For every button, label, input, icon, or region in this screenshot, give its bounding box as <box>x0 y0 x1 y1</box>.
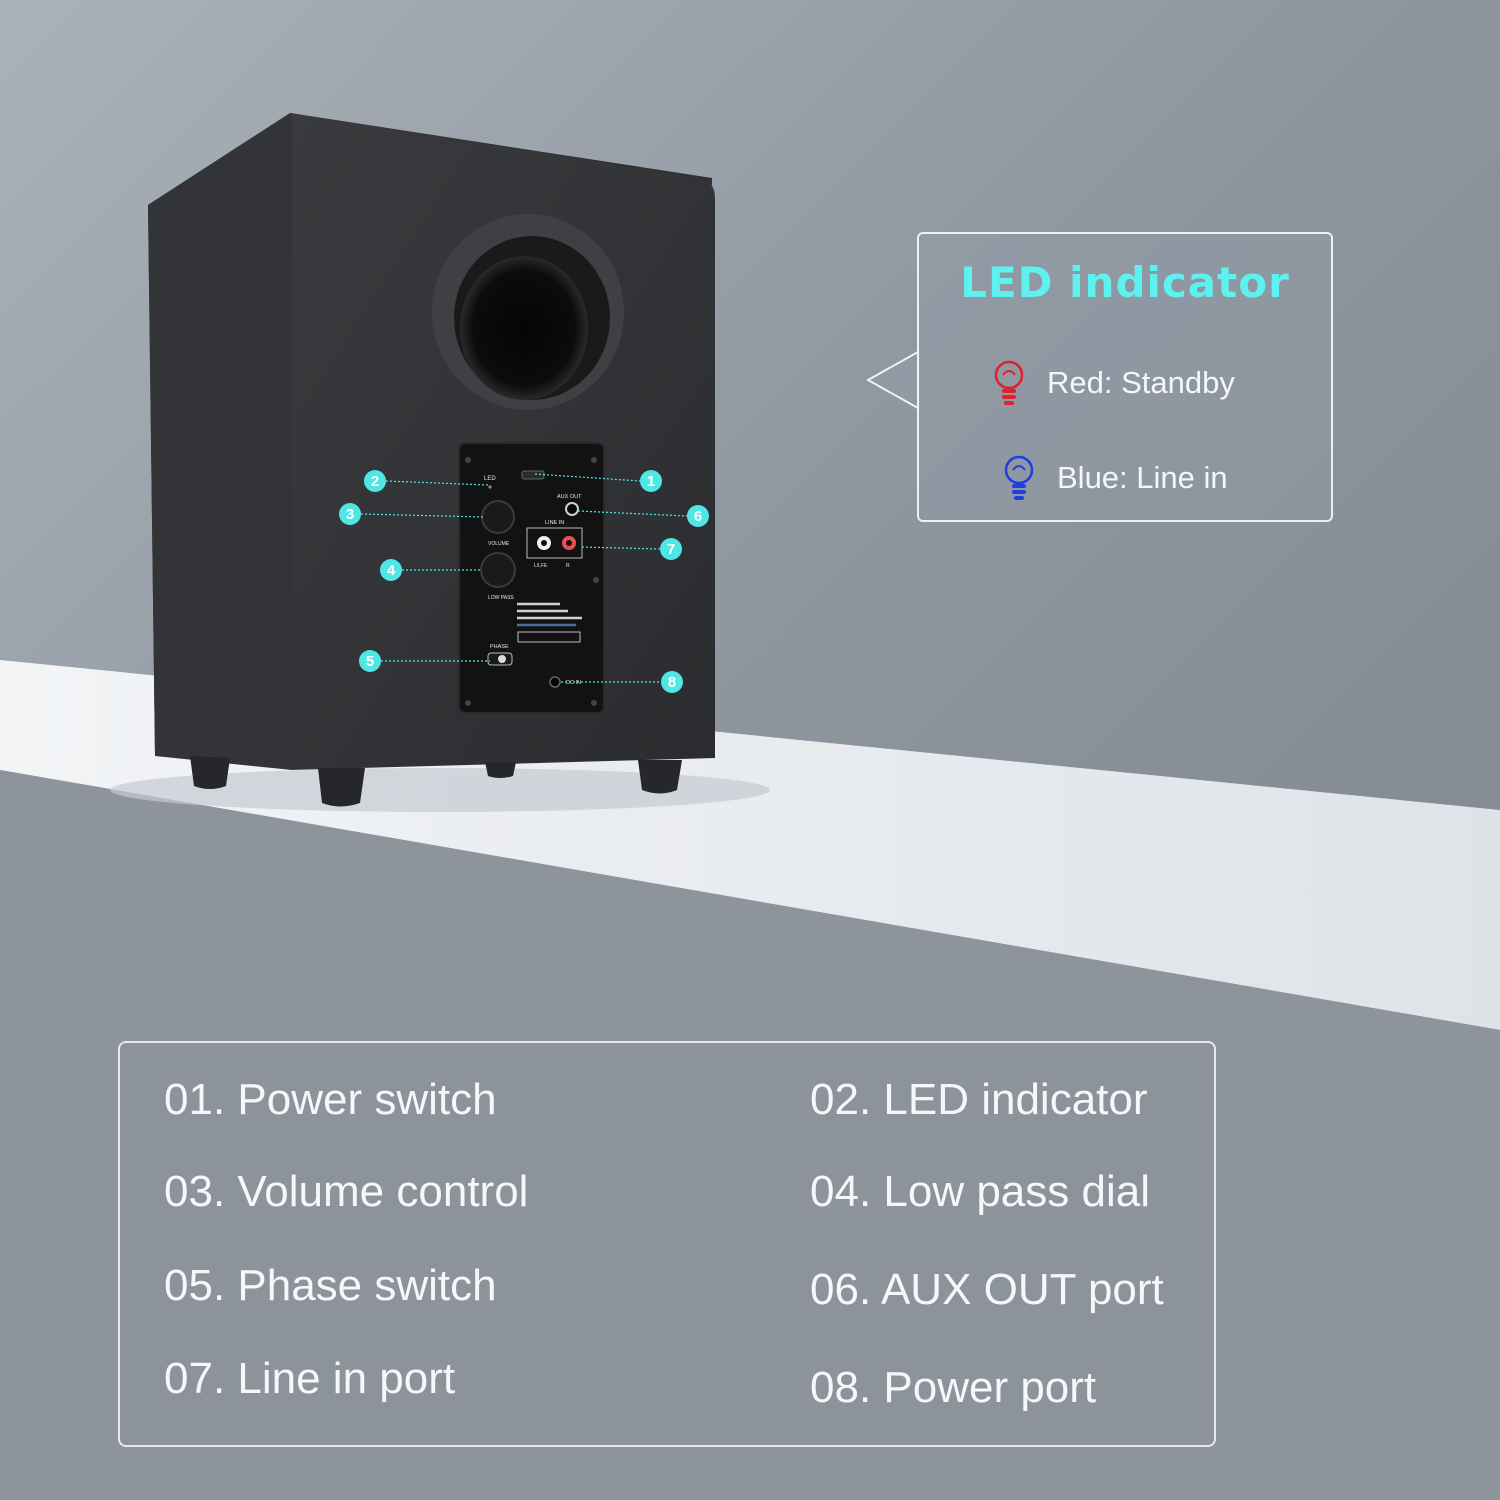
panel-screw <box>593 577 599 583</box>
panel-label-phase: PHASE <box>490 644 509 650</box>
legend-item-power-port: 08. Power port <box>810 1363 1097 1412</box>
svg-text:2: 2 <box>371 473 379 490</box>
blue-bulb-icon <box>1004 455 1034 500</box>
callout-marker-6: 6 <box>687 505 709 527</box>
volume-knob[interactable] <box>481 500 515 534</box>
svg-text:5: 5 <box>366 653 374 670</box>
aux-out-jack[interactable] <box>565 502 579 516</box>
callout-marker-1: 1 <box>640 470 662 492</box>
led-indicator-panel: LED indicator Red: Standby Blue: Line in <box>917 232 1333 522</box>
legend-item-volume-control: 03. Volume control <box>164 1167 529 1216</box>
shelf-front <box>0 770 1500 1500</box>
led-blue-label: Blue: Line in <box>1057 460 1228 495</box>
legend-item-line-in-port: 07. Line in port <box>164 1354 456 1403</box>
speaker-foot <box>318 768 365 807</box>
line-in-right-jack-core <box>566 540 572 546</box>
speaker-foot <box>638 760 682 794</box>
power-switch[interactable] <box>521 470 545 480</box>
panel-label-line-in: LINE IN <box>545 520 564 526</box>
svg-text:8: 8 <box>668 674 676 691</box>
callout-line-1 <box>534 473 641 482</box>
panel-screw <box>591 457 597 463</box>
svg-text:6: 6 <box>694 508 702 525</box>
callout-line-2 <box>385 480 489 486</box>
led-red-row: Red: Standby <box>991 359 1235 407</box>
panel-screw <box>465 700 471 706</box>
led-indicator-title: LED indicator <box>960 258 1290 307</box>
callout-marker-2: 2 <box>364 470 386 492</box>
panel-screw <box>465 457 471 463</box>
speaker-foot <box>485 762 516 778</box>
legend-item-power-switch: 01. Power switch <box>164 1075 497 1124</box>
panel-label-volume: VOLUME <box>488 541 510 547</box>
speaker-foot <box>190 756 230 789</box>
callout-marker-8: 8 <box>661 671 683 693</box>
callout-marker-7: 7 <box>660 538 682 560</box>
svg-text:7: 7 <box>667 541 675 558</box>
led-light <box>488 485 492 489</box>
bass-port <box>460 256 588 400</box>
legend-panel: 01. Power switch 02. LED indicator 03. V… <box>118 1041 1216 1447</box>
svg-text:1: 1 <box>647 473 655 490</box>
led-blue-row: Blue: Line in <box>1001 454 1228 502</box>
panel-screw <box>591 700 597 706</box>
speaker-shadow <box>110 768 770 812</box>
legend-item-phase-switch: 05. Phase switch <box>164 1261 497 1310</box>
legend-item-led-indicator: 02. LED indicator <box>810 1075 1148 1124</box>
speaker-left-face <box>148 113 292 770</box>
legend-item-low-pass-dial: 04. Low pass dial <box>810 1167 1150 1216</box>
panel-label-low-pass: LOW PASS <box>488 595 514 601</box>
dc-in-jack[interactable] <box>549 676 561 688</box>
low-pass-knob[interactable] <box>480 552 516 588</box>
led-panel-pointer <box>865 350 919 410</box>
legend-item-aux-out-port: 06. AUX OUT port <box>810 1265 1164 1314</box>
callout-marker-3: 3 <box>339 503 361 525</box>
certification-marks <box>517 631 581 643</box>
line-in-box <box>526 527 583 559</box>
callout-line-3 <box>360 513 484 518</box>
control-panel <box>458 442 605 714</box>
phase-switch-knob <box>498 655 506 663</box>
svg-text:4: 4 <box>387 562 396 579</box>
led-red-label: Red: Standby <box>1047 365 1235 400</box>
line-in-left-jack-core <box>541 540 547 546</box>
svg-text:3: 3 <box>346 506 354 523</box>
panel-label-aux-out: AUX OUT <box>557 494 582 500</box>
callout-marker-5: 5 <box>359 650 381 672</box>
callout-marker-4: 4 <box>380 559 402 581</box>
red-bulb-icon <box>994 360 1024 405</box>
panel-label-led: LED <box>484 476 496 482</box>
panel-label-dc-in: DC IN <box>566 680 581 686</box>
panel-label-lfe: L/LFE <box>534 563 548 569</box>
panel-label-r: R <box>566 563 570 569</box>
callout-line-7 <box>581 546 661 550</box>
